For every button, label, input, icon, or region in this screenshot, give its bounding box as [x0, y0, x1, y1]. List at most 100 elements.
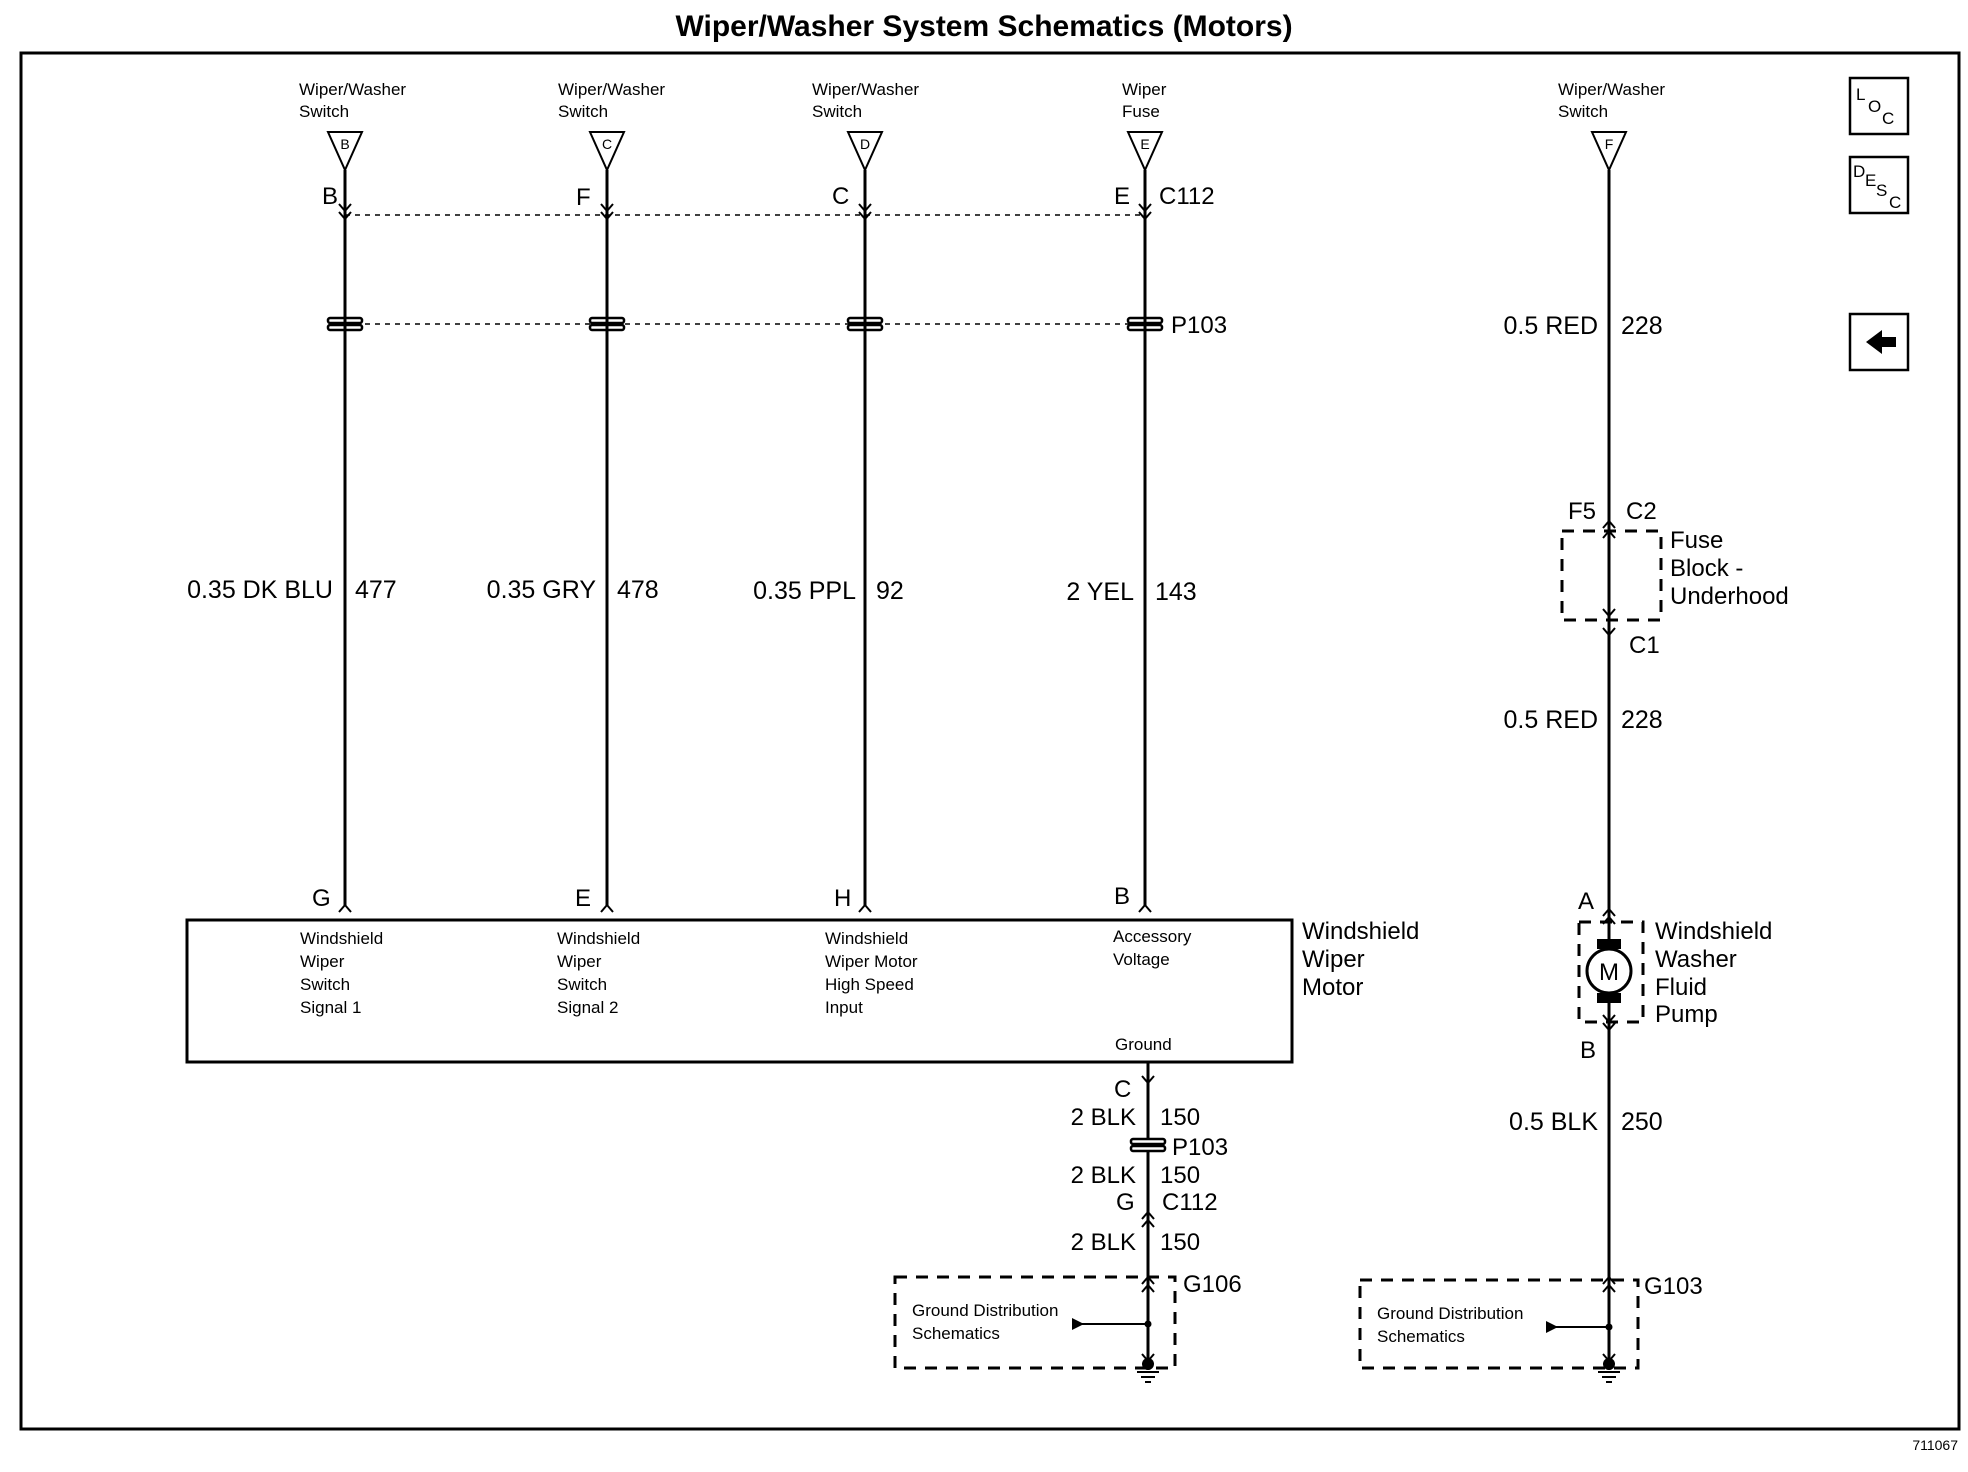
reference-triangle-icon: [1126, 131, 1164, 173]
svg-text:Switch: Switch: [300, 975, 350, 994]
svg-text:E: E: [1114, 183, 1130, 210]
svg-text:Windshield: Windshield: [825, 929, 908, 948]
desc-button[interactable]: D E S C: [1848, 155, 1910, 215]
svg-text:250: 250: [1621, 1108, 1663, 1136]
svg-text:F: F: [576, 184, 591, 211]
svg-text:2 BLK: 2 BLK: [1071, 1104, 1136, 1131]
svg-text:Switch: Switch: [558, 102, 608, 121]
svg-text:Accessory: Accessory: [1113, 927, 1192, 946]
svg-text:150: 150: [1160, 1229, 1200, 1256]
svg-text:2 YEL: 2 YEL: [1066, 578, 1134, 606]
svg-text:228: 228: [1621, 706, 1663, 734]
svg-text:O: O: [1868, 97, 1881, 116]
svg-text:C112: C112: [1159, 183, 1215, 210]
svg-text:Wiper/Washer: Wiper/Washer: [299, 80, 406, 99]
motor-ground-circuit: C 2 BLK 150 P103 2 BLK 150 G C112 2 BLK …: [893, 1062, 1242, 1383]
svg-text:L: L: [1856, 85, 1865, 104]
svg-text:Motor: Motor: [1302, 974, 1363, 1001]
svg-text:G: G: [1116, 1189, 1135, 1216]
svg-text:478: 478: [617, 576, 659, 604]
svg-text:C: C: [602, 136, 612, 152]
svg-text:Fuse: Fuse: [1122, 102, 1160, 121]
svg-text:B: B: [340, 136, 349, 152]
svg-text:Wiper: Wiper: [1122, 80, 1167, 99]
wire-label-143: 2 YEL 143: [1066, 578, 1196, 606]
svg-text:0.35 PPL: 0.35 PPL: [753, 577, 856, 605]
svg-text:Switch: Switch: [1558, 102, 1608, 121]
ground-symbol-icon: [1598, 1371, 1620, 1383]
washer-pump: [1577, 920, 1645, 1024]
left-arrow-icon: [1866, 330, 1896, 354]
svg-text:Windshield: Windshield: [1302, 918, 1419, 945]
svg-text:C2: C2: [1626, 498, 1657, 525]
svg-text:E: E: [1140, 136, 1149, 152]
svg-text:Ground Distribution: Ground Distribution: [912, 1301, 1058, 1320]
windshield-wiper-motor: Windshield Wiper Motor Windshield Wiper …: [185, 918, 1419, 1064]
svg-text:150: 150: [1160, 1162, 1200, 1189]
reference-triangle-icon: [588, 131, 626, 173]
source-wiper-fuse-e: Wiper Fuse E: [1122, 80, 1167, 173]
source-wiper-switch-d: Wiper/Washer Switch D: [812, 80, 919, 173]
svg-text:F: F: [1605, 136, 1614, 152]
svg-text:Windshield: Windshield: [1655, 918, 1772, 945]
svg-text:Ground Distribution: Ground Distribution: [1377, 1304, 1523, 1323]
svg-text:0.35 GRY: 0.35 GRY: [487, 576, 597, 604]
svg-text:B: B: [1580, 1037, 1596, 1064]
svg-text:Block -: Block -: [1670, 555, 1743, 582]
svg-text:Windshield: Windshield: [557, 929, 640, 948]
svg-text:Switch: Switch: [299, 102, 349, 121]
svg-text:Switch: Switch: [812, 102, 862, 121]
svg-text:0.35 DK BLU: 0.35 DK BLU: [187, 576, 333, 604]
svg-text:Wiper: Wiper: [300, 952, 345, 971]
back-button[interactable]: [1848, 312, 1910, 372]
svg-text:H: H: [834, 885, 851, 912]
source-wiper-switch-b: Wiper/Washer Switch B: [299, 80, 406, 173]
loc-button[interactable]: L O C: [1848, 76, 1910, 136]
svg-text:F5: F5: [1568, 498, 1596, 525]
svg-text:Signal 2: Signal 2: [557, 998, 618, 1017]
svg-text:150: 150: [1160, 1104, 1200, 1131]
svg-text:G: G: [312, 885, 331, 912]
svg-text:Washer: Washer: [1655, 946, 1737, 973]
svg-text:Input: Input: [825, 998, 863, 1017]
svg-text:D: D: [1853, 162, 1865, 181]
svg-text:0.5 RED: 0.5 RED: [1504, 312, 1598, 340]
svg-text:0.5 BLK: 0.5 BLK: [1509, 1108, 1598, 1136]
svg-text:Pump: Pump: [1655, 1001, 1718, 1028]
reference-triangle-icon: [326, 131, 364, 173]
svg-text:477: 477: [355, 576, 397, 604]
svg-text:143: 143: [1155, 578, 1197, 606]
connector-c112: B F C E C112: [322, 183, 1215, 221]
motor-wires: [343, 170, 1147, 906]
source-wiper-switch-c: Wiper/Washer Switch C: [558, 80, 665, 173]
svg-text:C: C: [1889, 193, 1901, 212]
svg-text:Switch: Switch: [557, 975, 607, 994]
svg-text:C1: C1: [1629, 632, 1660, 659]
wire-label-478: 0.35 GRY 478: [487, 576, 659, 604]
svg-text:0.5 RED: 0.5 RED: [1504, 706, 1598, 734]
svg-text:Wiper: Wiper: [557, 952, 602, 971]
wire-label-92: 0.35 PPL 92: [753, 577, 904, 605]
svg-text:228: 228: [1621, 312, 1663, 340]
svg-text:Fuse: Fuse: [1670, 527, 1723, 554]
svg-text:Schematics: Schematics: [912, 1324, 1000, 1343]
svg-text:High Speed: High Speed: [825, 975, 914, 994]
svg-text:Wiper/Washer: Wiper/Washer: [558, 80, 665, 99]
svg-text:B: B: [1114, 883, 1130, 910]
svg-text:Windshield: Windshield: [300, 929, 383, 948]
fuse-block-underhood: [1560, 529, 1663, 622]
connector-p103: P103: [326, 312, 1227, 339]
svg-text:Voltage: Voltage: [1113, 950, 1170, 969]
svg-text:Wiper/Washer: Wiper/Washer: [1558, 80, 1665, 99]
svg-text:G106: G106: [1183, 1271, 1242, 1298]
source-wiper-switch-f: Wiper/Washer Switch F: [1558, 80, 1665, 173]
diagram-frame: [19, 51, 1961, 1431]
svg-text:B: B: [322, 183, 338, 210]
svg-text:Wiper/Washer: Wiper/Washer: [812, 80, 919, 99]
svg-text:C: C: [1114, 1076, 1131, 1103]
svg-text:P103: P103: [1172, 1134, 1228, 1161]
svg-text:2 BLK: 2 BLK: [1071, 1229, 1136, 1256]
ground-symbol-icon: [1137, 1371, 1159, 1383]
svg-text:C112: C112: [1162, 1189, 1218, 1216]
